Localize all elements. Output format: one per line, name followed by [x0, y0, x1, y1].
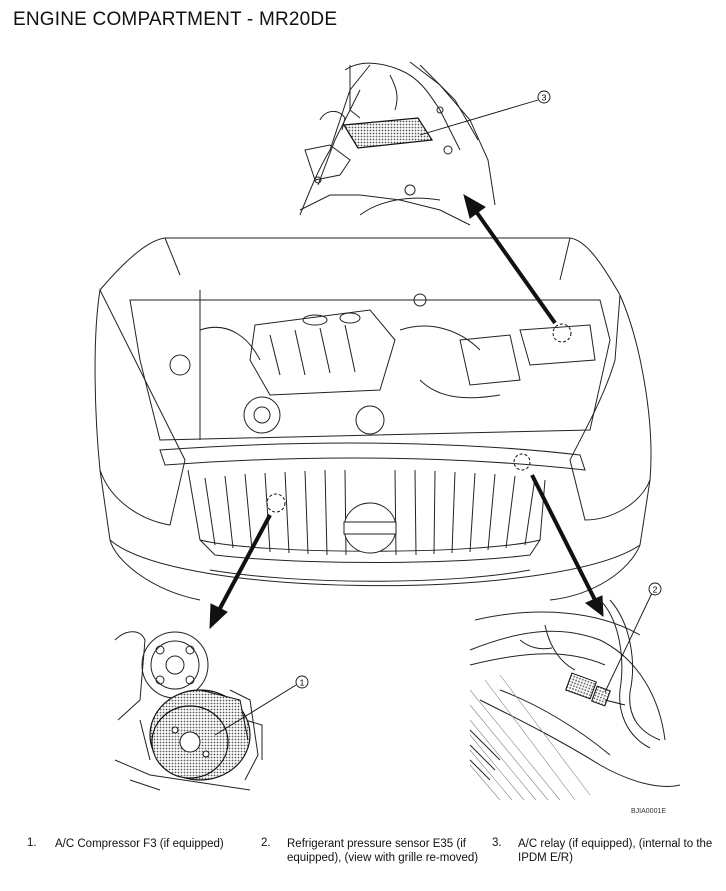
legend-text-1: A/C Compressor F3 (if equipped) — [55, 838, 224, 850]
callout-1: 1 — [300, 678, 305, 688]
legend-text-3: A/C relay (if equipped), (internal to th… — [518, 838, 713, 864]
bottom-left-inset-compressor-view — [114, 631, 263, 791]
figure-code: BJIA0001E — [631, 808, 667, 815]
legend-text-2: Refrigerant pressure sensor E35 (if equi… — [287, 838, 479, 864]
compressor-location-marker — [266, 493, 286, 513]
callout-3: 3 — [542, 93, 547, 103]
pressure-sensor — [565, 672, 626, 707]
bottom-right-inset-sensor-view — [469, 599, 681, 787]
legend-num-3: 3. — [492, 837, 502, 849]
callout-leaders — [214, 99, 653, 736]
legend-num-1: 1. — [27, 837, 37, 849]
pointer-arrows — [209, 193, 604, 630]
relay-box — [342, 117, 434, 149]
callout-2: 2 — [653, 585, 658, 595]
sensor-location-marker — [513, 453, 531, 471]
relay-location-marker — [552, 323, 572, 343]
callout-circles — [295, 90, 662, 689]
page-title: ENGINE COMPARTMENT - MR20DE — [13, 9, 338, 30]
vehicle-front-view — [94, 237, 652, 601]
condenser-grid — [469, 674, 591, 801]
legend-num-2: 2. — [261, 837, 271, 849]
